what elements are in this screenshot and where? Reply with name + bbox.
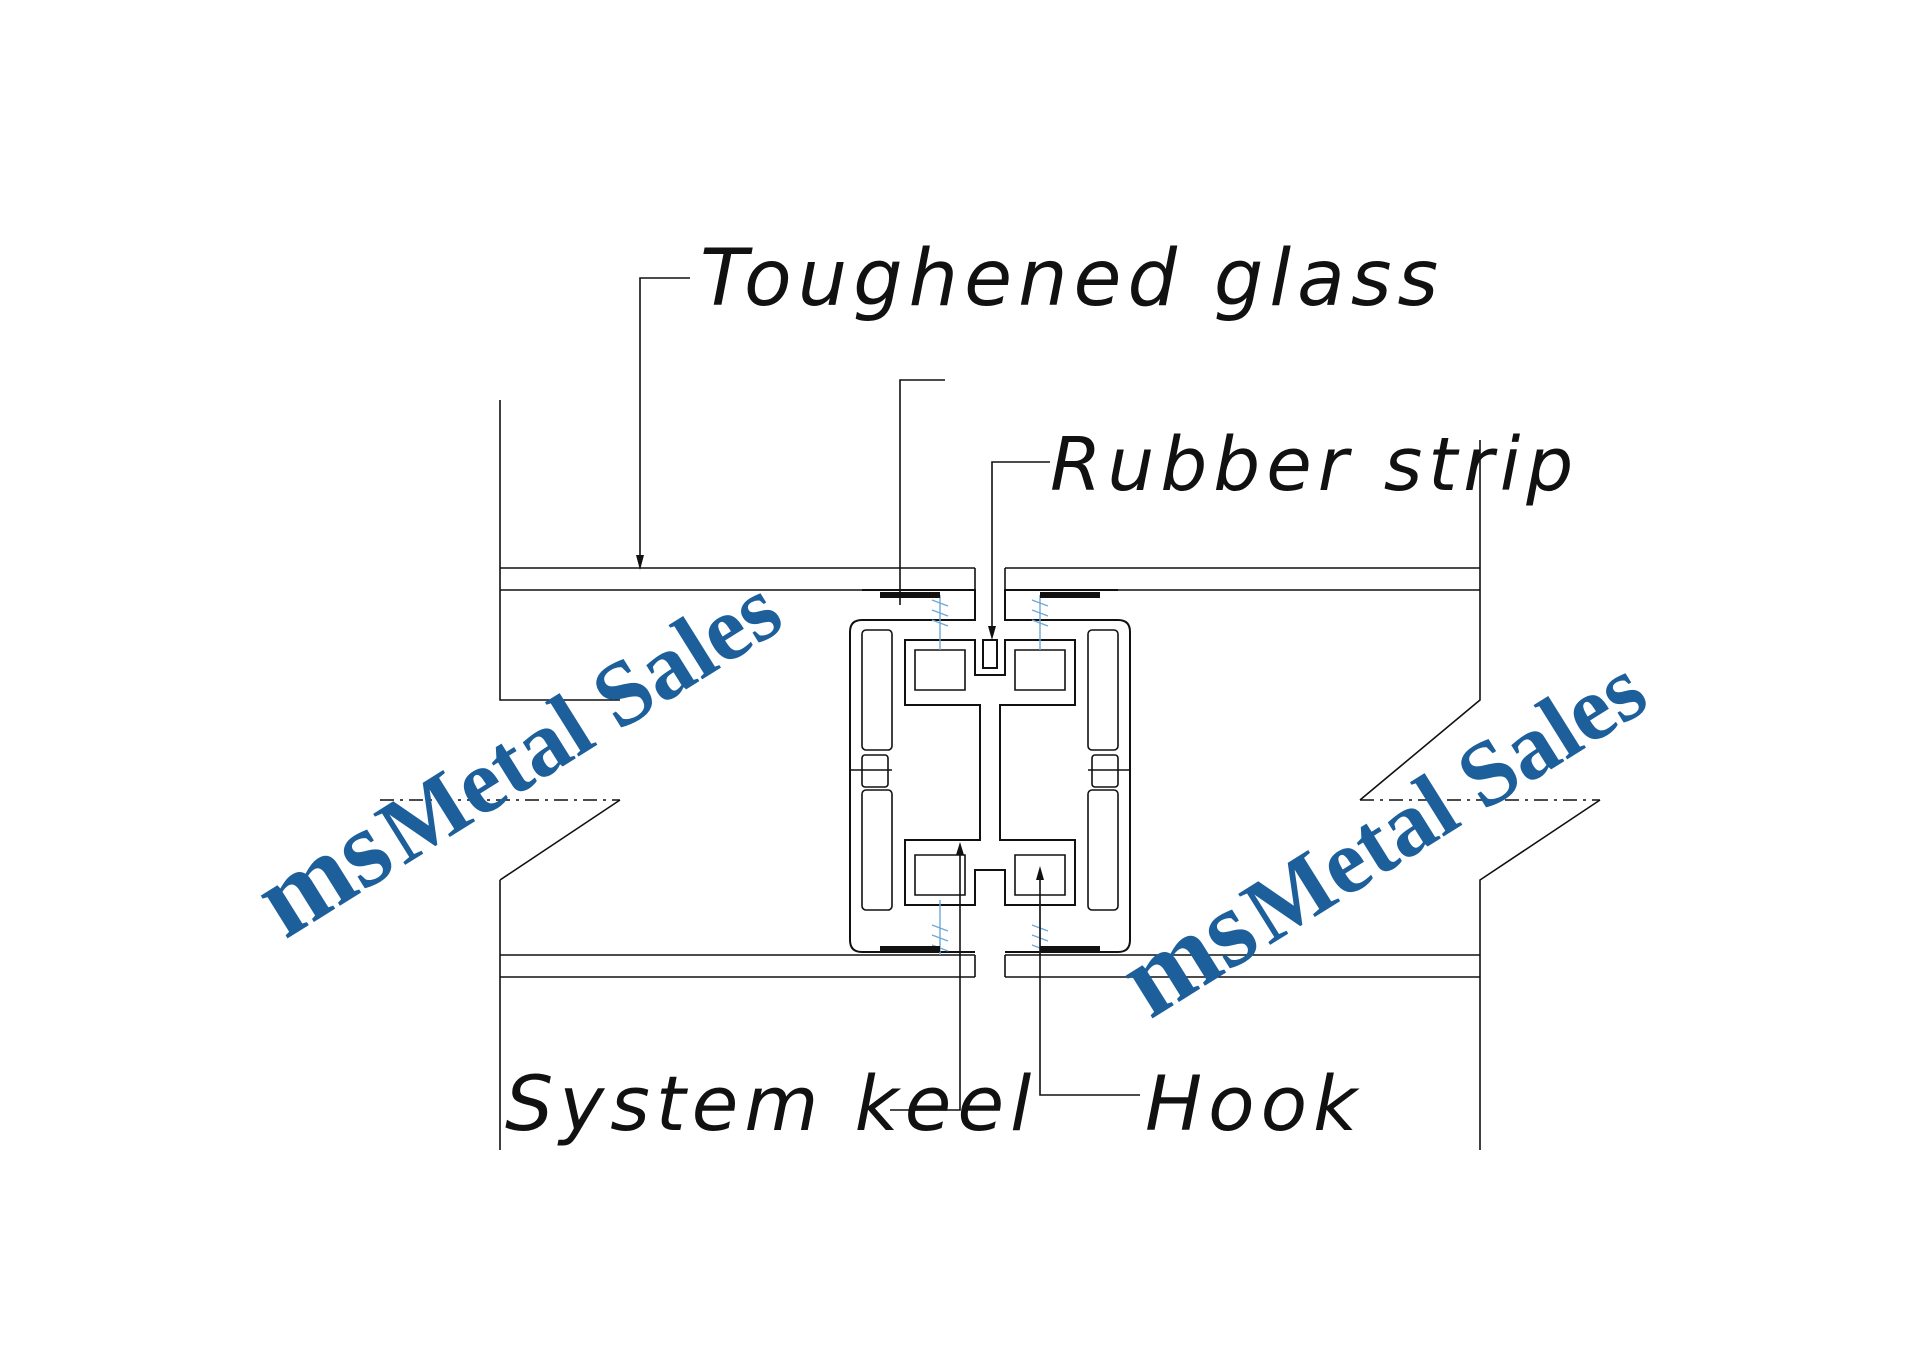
upper-glass-panes — [500, 567, 1480, 591]
label-system-keel: System keel — [505, 1059, 1037, 1148]
label-toughened-glass: Toughened glass — [700, 234, 1444, 324]
label-rubber-strip: Rubber strip — [1050, 422, 1579, 508]
hook-frame-profile — [849, 589, 1131, 953]
left-break-line — [380, 400, 621, 1150]
fixing-screws — [931, 595, 1049, 955]
lower-glass-panes — [500, 954, 1480, 978]
label-hook: Hook — [1145, 1059, 1363, 1148]
rubber-strips — [880, 592, 1100, 952]
leader-lines — [636, 277, 1140, 1111]
watermark-left: ms Metal Sales — [233, 557, 798, 961]
watermark-text: Metal Sales — [360, 557, 798, 883]
right-break-line — [1359, 440, 1601, 1150]
system-keel-profile — [904, 639, 1076, 906]
